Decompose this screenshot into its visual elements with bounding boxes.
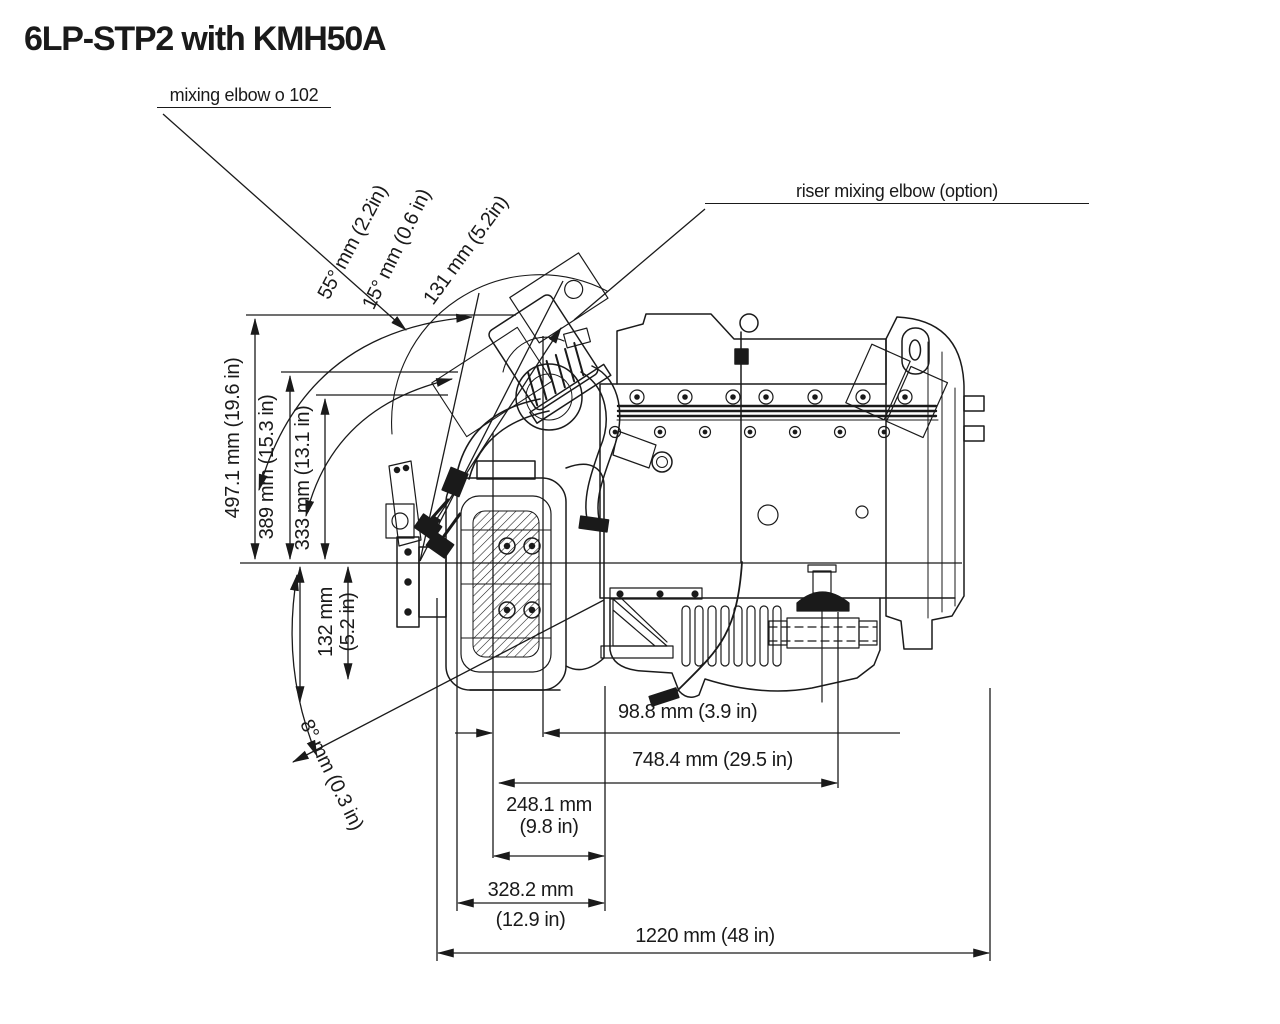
dim-1220mm: 1220 mm (48 in) [635, 925, 775, 947]
dim-748mm: 748.4 mm (29.5 in) [632, 749, 793, 771]
oil-pan [609, 561, 881, 707]
dim-497mm: 497.1 mm (19.6 in) [222, 357, 244, 519]
marine-gear [385, 460, 605, 691]
rear-mount [768, 564, 878, 703]
page-title: 6LP-STP2 with KMH50A [24, 20, 387, 58]
dim-389mm: 389 mm (15.3 in) [256, 394, 278, 540]
dim-132mm: 132 mm (5.2 in) [315, 566, 359, 678]
mixing-elbow-assembly [391, 252, 612, 438]
head-bolt-row [629, 389, 913, 405]
flywheel-housing [845, 316, 985, 650]
dim-328mm-line2: (12.9 in) [495, 909, 566, 931]
dim-333mm: 333 mm (13.1 in) [292, 405, 314, 551]
callout-riser-mixing-elbow: riser mixing elbow (option) [705, 181, 1089, 204]
block-bolt-row [608, 425, 891, 439]
riser-phantom-outline [431, 326, 553, 438]
dim-248mm-line1: 248.1 mm [506, 794, 592, 816]
front-mount [600, 587, 703, 659]
callout-mixing-elbow: mixing elbow o 102 [157, 85, 331, 108]
dim-248mm-line2: (9.8 in) [519, 816, 579, 838]
dim-132mm-line2: (5.2 in) [337, 592, 359, 652]
dim-248mm: 248.1 mm (9.8 in) [489, 794, 609, 838]
dim-98mm: 98.8 mm (3.9 in) [618, 701, 758, 723]
dipstick [734, 313, 759, 563]
dim-132mm-line1: 132 mm [315, 587, 337, 657]
front-duct [562, 327, 673, 533]
engine-body [385, 252, 985, 707]
dim-328mm-line1: 328.2 mm [487, 879, 574, 901]
